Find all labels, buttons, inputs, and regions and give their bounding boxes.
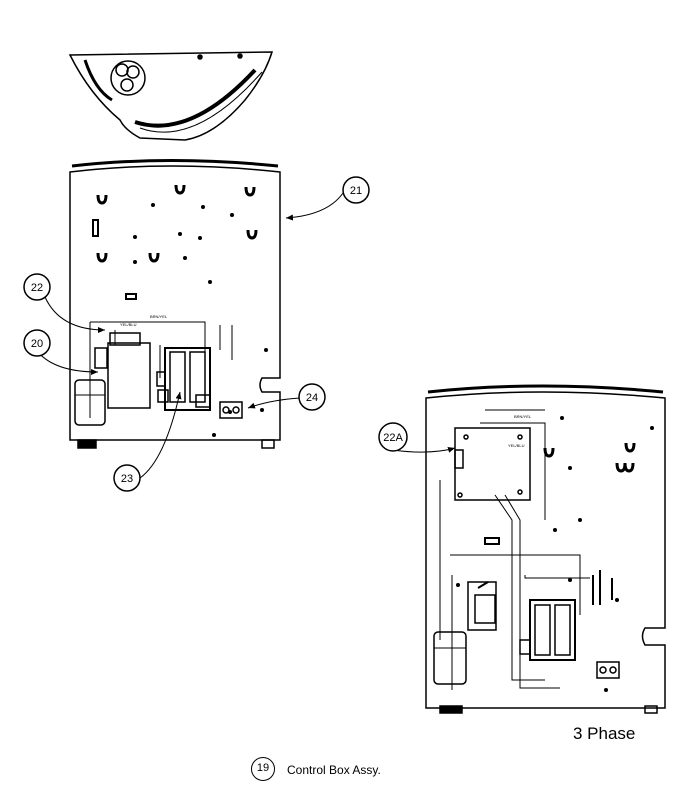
callout-22a-label: 22A (383, 432, 403, 444)
callout-21: 21 (342, 176, 370, 204)
control-box-three-phase: YEL/BLU BRN/YEL (425, 384, 666, 714)
callout-22: 22 (23, 273, 51, 301)
legend-text: Control Box Assy. (287, 763, 381, 777)
cover-panel (68, 51, 274, 141)
callout-22a: 22A (378, 422, 408, 452)
callout-24: 24 (298, 383, 326, 411)
callout-22-label: 22 (31, 282, 43, 294)
svg-text:YEL/BLU: YEL/BLU (120, 322, 137, 327)
callout-20-label: 20 (31, 338, 43, 350)
svg-text:YEL/BLU: YEL/BLU (508, 443, 525, 448)
callout-23: 23 (113, 464, 141, 492)
svg-text:BRN/YEL: BRN/YEL (514, 414, 532, 419)
svg-text:BRN/YEL: BRN/YEL (150, 314, 168, 319)
phase-caption: 3 Phase (573, 724, 636, 743)
callout-20: 20 (23, 329, 51, 357)
legend-number: 19 (251, 757, 275, 781)
callout-24-label: 24 (306, 392, 318, 404)
callout-21-label: 21 (350, 185, 362, 197)
callout-23-label: 23 (121, 473, 133, 485)
control-box-single-phase: YEL/BLU BRN/YEL (69, 159, 281, 449)
